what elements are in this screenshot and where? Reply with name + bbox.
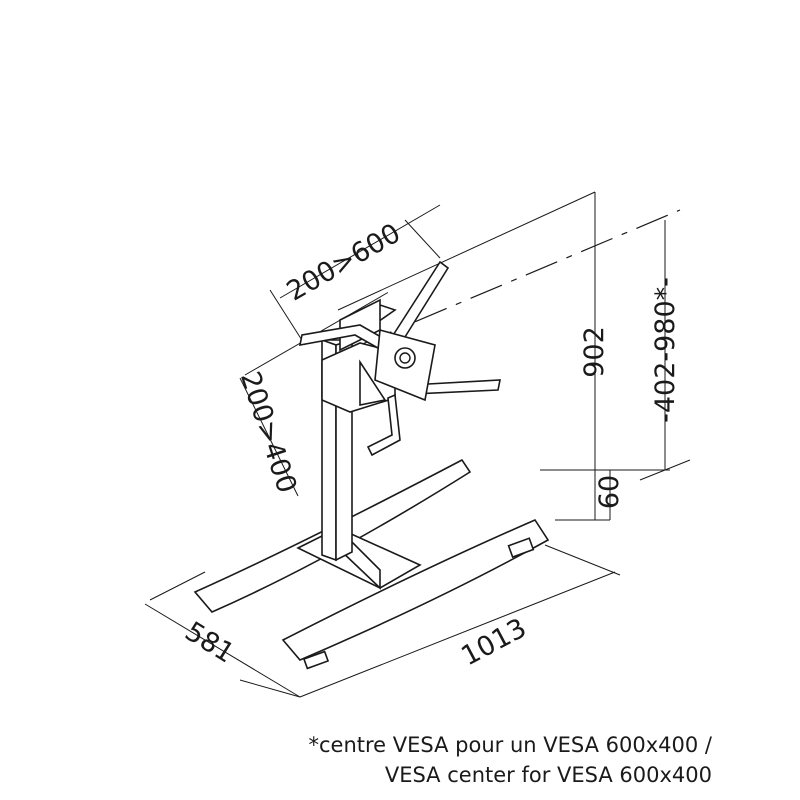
dim-base-height: 60 — [594, 475, 625, 509]
dim-width: 1013 — [456, 613, 531, 673]
caption-line-french: *centre VESA pour un VESA 600x400 / — [308, 733, 712, 757]
dimension-lines — [144, 191, 691, 698]
dim-total-height: 902 — [579, 326, 610, 378]
caption-line-english: VESA center for VESA 600x400 — [384, 763, 712, 787]
dim-depth: 581 — [179, 616, 239, 670]
dim-vesa-center-height: -402-980*- — [650, 277, 681, 423]
vesa-arms — [298, 260, 501, 457]
dim-vesa-horizontal: 200>600 — [282, 218, 406, 308]
caption: *centre VESA pour un VESA 600x400 / VESA… — [308, 730, 712, 790]
dim-vesa-vertical: 200>400 — [234, 368, 302, 497]
